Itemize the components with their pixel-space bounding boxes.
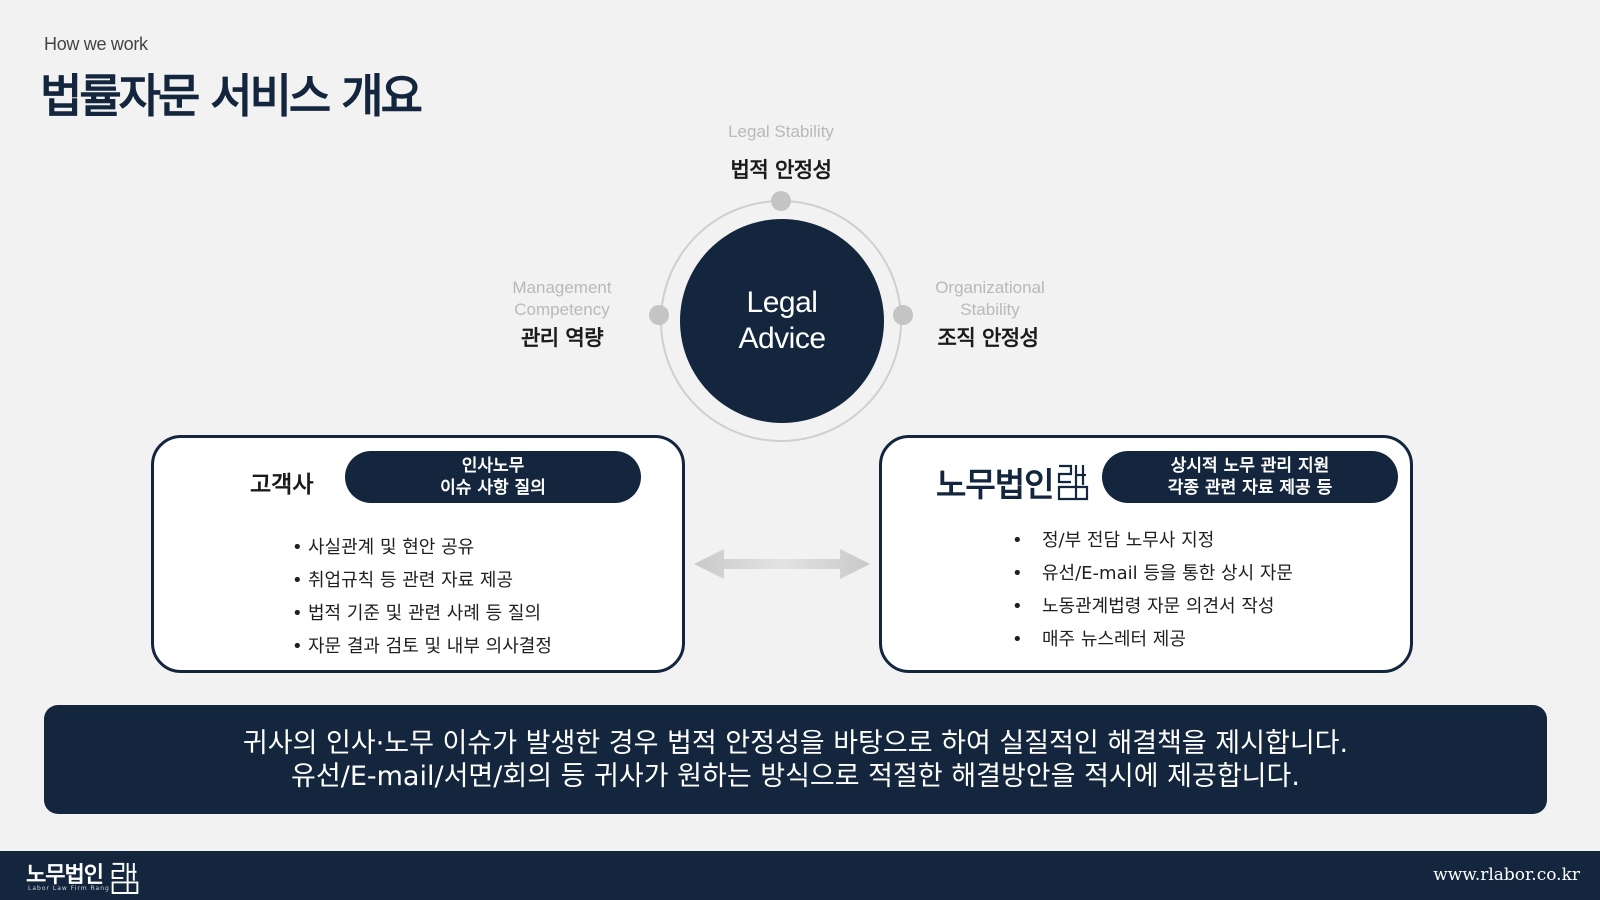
firm-card: 노무법인 상시적 노무 관리 지원 각종 관련 자료 제공 등 •정/부 전담 … <box>879 435 1413 673</box>
client-pill-line2: 이슈 사항 질의 <box>440 478 546 498</box>
top-caption-ko: 법적 안정성 <box>730 158 832 182</box>
client-bullet-list: •사실관계 및 현안 공유 •취업규칙 등 관련 자료 제공 •법적 기준 및 … <box>292 531 552 663</box>
firm-logo: 노무법인 <box>936 458 1090 506</box>
left-caption-ko: 관리 역량 <box>520 326 604 350</box>
banner-line1: 귀사의 인사·노무 이슈가 발생한 경우 법적 안정성을 바탕으로 하여 실질적… <box>242 727 1349 759</box>
footer-logo-sub: Labor Law Firm Rang <box>28 885 110 892</box>
firm-pill: 상시적 노무 관리 지원 각종 관련 자료 제공 등 <box>1102 451 1398 503</box>
client-pill-line1: 인사노무 <box>461 456 525 476</box>
firm-logo-mark-icon <box>1058 464 1089 501</box>
right-dot <box>893 305 913 325</box>
list-item: •정/부 전담 노무사 지정 <box>1012 530 1215 551</box>
right-caption-en-line1: Organizational <box>935 278 1045 297</box>
list-item: •유선/E-mail 등을 통한 상시 자문 <box>1012 563 1293 584</box>
footer-logo: 노무법인 Labor Law Firm Rang <box>26 857 140 895</box>
center-label-line2: Advice <box>738 322 826 355</box>
right-caption-en: Organizational Stability <box>910 277 1070 321</box>
firm-logo-text: 노무법인 <box>936 465 1054 504</box>
page-title: 법률자문 서비스 개요 <box>40 69 423 123</box>
double-arrow-icon <box>694 549 870 579</box>
left-caption-en-line1: Management <box>512 278 612 297</box>
top-dot <box>771 191 791 211</box>
right-caption-en-line2: Stability <box>960 300 1020 319</box>
footer-logo-text: 노무법인 <box>26 863 104 888</box>
firm-bullet-list: •정/부 전담 노무사 지정 •유선/E-mail 등을 통한 상시 자문 •노… <box>1012 524 1293 656</box>
list-item: •취업규칙 등 관련 자료 제공 <box>292 570 514 591</box>
left-dot <box>649 305 669 325</box>
list-item: •법적 기준 및 관련 사례 등 질의 <box>292 603 542 624</box>
list-item: •매주 뉴스레터 제공 <box>1012 629 1186 650</box>
list-item: •자문 결과 검토 및 내부 의사결정 <box>292 636 552 657</box>
right-caption-ko: 조직 안정성 <box>937 326 1039 350</box>
footer-bar: 노무법인 Labor Law Firm Rang www.rlabor.co.k… <box>0 851 1600 900</box>
list-item: •노동관계법령 자문 의견서 작성 <box>1012 596 1275 617</box>
center-label-line1: Legal <box>746 286 818 319</box>
firm-pill-line1: 상시적 노무 관리 지원 <box>1170 456 1330 476</box>
client-card: 고객사 인사노무 이슈 사항 질의 •사실관계 및 현안 공유 •취업규칙 등 … <box>151 435 685 673</box>
firm-pill-line2: 각종 관련 자료 제공 등 <box>1167 478 1333 498</box>
summary-banner: 귀사의 인사·노무 이슈가 발생한 경우 법적 안정성을 바탕으로 하여 실질적… <box>44 705 1547 814</box>
list-item: •사실관계 및 현안 공유 <box>292 537 475 558</box>
legal-advice-circle: Legal Advice <box>680 219 884 423</box>
client-label: 고객사 <box>250 472 314 498</box>
banner-line2: 유선/E-mail/서면/회의 등 귀사가 원하는 방식으로 적절한 해결방안을… <box>291 760 1300 792</box>
left-caption-en: Management Competency <box>482 277 642 321</box>
left-caption-en-line2: Competency <box>514 300 610 319</box>
client-pill: 인사노무 이슈 사항 질의 <box>345 451 641 503</box>
footer-logo-mark-icon <box>111 862 139 894</box>
website-link[interactable]: www.rlabor.co.kr <box>1433 865 1580 885</box>
section-eyebrow: How we work <box>44 34 148 54</box>
top-caption-en: Legal Stability <box>728 122 834 141</box>
